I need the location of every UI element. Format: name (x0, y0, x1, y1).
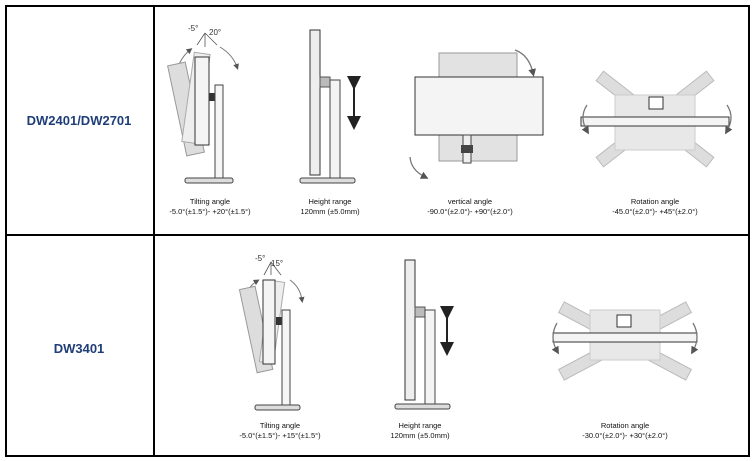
rotation-arrow-right-icon-row2 (691, 322, 699, 355)
tilt-pos-label: 20° (209, 28, 221, 37)
rotation-illustration-row2 (551, 301, 699, 381)
rotation-arrow-left-icon (581, 104, 589, 135)
caption-value: 120mm (±5.0mm) (300, 207, 360, 216)
caption-vertical-row1: vertical angle -90.0°(±2.0°)- +90°(±2.0°… (410, 197, 530, 217)
table-border-left (5, 5, 7, 457)
table-border-right (748, 5, 750, 457)
caption-tilt-row1: Tilting angle -5.0°(±1.5°)- +20°(±1.5°) (155, 197, 265, 217)
tilt-arrow-right-icon-row2 (289, 279, 305, 303)
tilt-pos-label-row2: 15° (271, 259, 283, 268)
caption-tilt-row2: Tilting angle -5.0°(±1.5°)- +15°(±1.5°) (225, 421, 335, 441)
caption-title: Height range (398, 421, 442, 430)
rotation-arrow-left-icon-row2 (551, 322, 559, 355)
caption-title: vertical angle (447, 197, 493, 206)
caption-title: Tilting angle (259, 421, 301, 430)
monitor-adjustment-illustrations: -5° 20° (167, 24, 733, 411)
caption-value: -5.0°(±1.5°)- +15°(±1.5°) (239, 431, 321, 440)
caption-value: -45.0°(±2.0°)- +45°(±2.0°) (612, 207, 698, 216)
column-divider (153, 5, 155, 457)
caption-height-row2: Height range 120mm (±5.0mm) (365, 421, 475, 441)
caption-value: -30.0°(±2.0°)- +30°(±2.0°) (582, 431, 668, 440)
rotation-arrow-right-icon (725, 104, 733, 135)
model-label-row1: DW2401/DW2701 (26, 113, 132, 128)
spec-table: DW2401/DW2701 DW3401 -5° 20° (5, 5, 750, 457)
model-label-row2: DW3401 (53, 341, 105, 356)
caption-title: Height range (308, 197, 352, 206)
rotation-illustration-row1 (580, 70, 733, 168)
tilt-illustration-row1: -5° 20° (167, 24, 239, 184)
vertical-arrow-top-icon (514, 49, 536, 77)
caption-value: -5.0°(±1.5°)- +20°(±1.5°) (169, 207, 251, 216)
tilt-illustration-row2: -5° 15° (238, 254, 305, 411)
table-border-bottom (5, 455, 750, 457)
vertical-illustration-row1 (409, 49, 544, 179)
caption-value: -90.0°(±2.0°)- +90°(±2.0°) (427, 207, 513, 216)
tilt-neg-label: -5° (188, 24, 198, 33)
caption-rotation-row2: Rotation angle -30.0°(±2.0°)- +30°(±2.0°… (560, 421, 690, 441)
height-illustration-row1 (299, 29, 361, 184)
tilt-arrow-right-icon (219, 46, 239, 70)
vertical-arrow-bottom-icon (409, 156, 429, 179)
caption-height-row1: Height range 120mm (±5.0mm) (275, 197, 385, 217)
caption-value: 120mm (±5.0mm) (390, 431, 450, 440)
table-border-top (5, 5, 750, 7)
caption-rotation-row1: Rotation angle -45.0°(±2.0°)- +45°(±2.0°… (590, 197, 720, 217)
caption-title: Rotation angle (630, 197, 680, 206)
tilt-neg-label-row2: -5° (255, 254, 265, 263)
caption-title: Tilting angle (189, 197, 231, 206)
height-illustration-row2 (394, 259, 454, 410)
caption-title: Rotation angle (600, 421, 650, 430)
row-divider (5, 234, 750, 236)
